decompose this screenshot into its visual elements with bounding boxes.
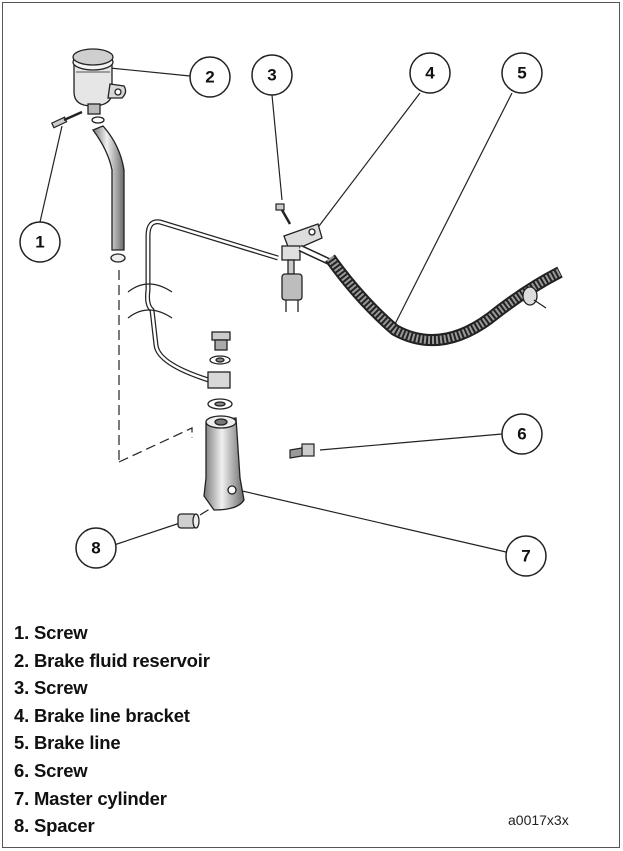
screw-1 — [51, 110, 83, 129]
brake-line — [298, 244, 563, 346]
spacer — [177, 513, 200, 529]
brake-line-bracket — [281, 223, 323, 312]
legend-item: 6. Screw — [14, 759, 88, 781]
legend-item: 3. Screw — [14, 677, 88, 699]
callout-number: 8 — [91, 539, 100, 558]
legend-item: 7. Master cylinder — [14, 787, 167, 809]
callout-number: 2 — [205, 68, 214, 87]
master-cylinder — [203, 415, 245, 511]
screw-6 — [289, 443, 315, 459]
callout-number: 1 — [35, 233, 44, 252]
callout-numbers: 1 2 3 4 5 6 7 8 — [35, 64, 530, 566]
callout-number: 6 — [517, 425, 526, 444]
legend-item: 5. Brake line — [14, 732, 121, 754]
legend-item: 8. Spacer — [14, 815, 95, 837]
parts-legend: 1. Screw 2. Brake fluid reservoir 3. Scr… — [14, 619, 210, 840]
figure-code: a0017x3x — [508, 812, 569, 828]
callout-number: 3 — [267, 66, 276, 85]
callout-number: 4 — [425, 64, 435, 83]
brake-fluid-reservoir — [72, 48, 127, 115]
callout-circles — [19, 52, 547, 577]
reservoir-hose — [91, 116, 126, 263]
callout-number: 7 — [521, 547, 530, 566]
banjo-bolt-and-washers — [207, 331, 233, 410]
screw-3 — [275, 203, 292, 225]
legend-item: 4. Brake line bracket — [14, 704, 190, 726]
legend-item: 2. Brake fluid reservoir — [14, 649, 210, 671]
metal-brake-tube — [127, 219, 279, 385]
leader-lines — [39, 67, 513, 553]
callout-number: 5 — [517, 64, 526, 83]
legend-item: 1. Screw — [14, 622, 88, 643]
